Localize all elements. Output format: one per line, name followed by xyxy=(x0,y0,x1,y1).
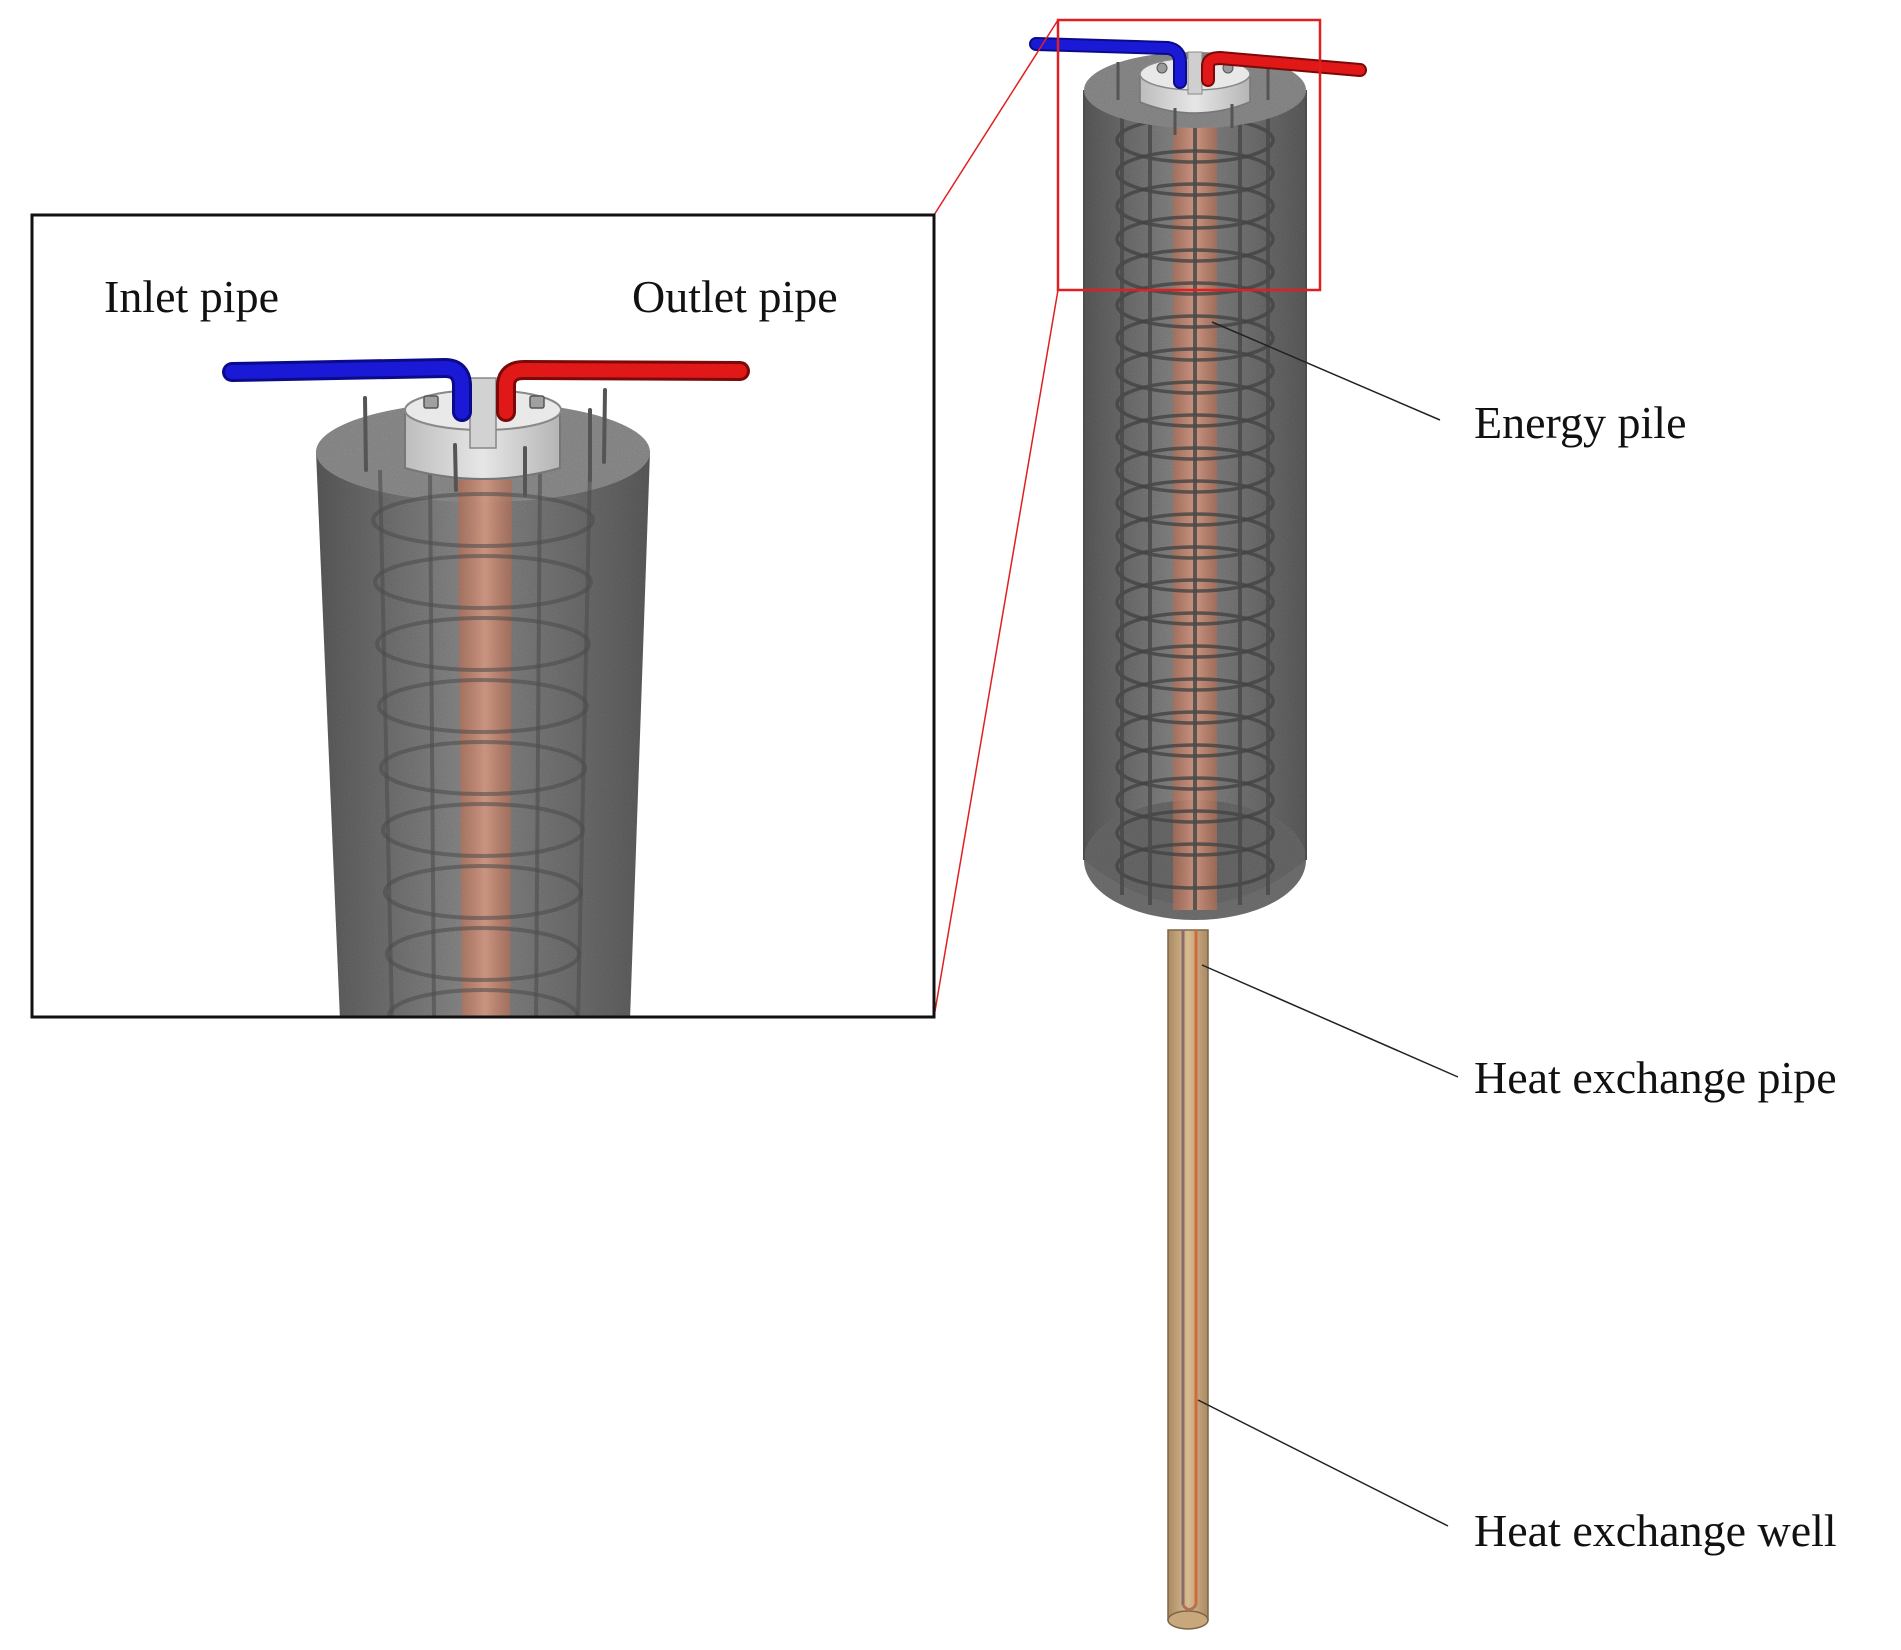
main-inlet-pipe xyxy=(1029,37,1187,89)
leader-lines xyxy=(1197,321,1459,1527)
energy-pile-label: Energy pile xyxy=(1474,397,1687,448)
inlet-pipe-label: Inlet pipe xyxy=(104,271,279,322)
heat-exchange-well-label: Heat exchange well xyxy=(1474,1505,1837,1556)
inset-rebar-ring xyxy=(371,492,595,548)
leader-heat-exchange-well xyxy=(1197,1399,1449,1527)
energy-pile-body xyxy=(1083,52,1307,920)
pile-cap xyxy=(1116,51,1270,135)
heat-exchange-pipe-label: Heat exchange pipe xyxy=(1474,1052,1837,1103)
heat-exchange-well xyxy=(1167,929,1209,1630)
main-outlet-pipe xyxy=(1201,51,1367,87)
zoom-frame xyxy=(1056,18,1322,292)
inset-rebar-ring xyxy=(377,678,589,734)
leader-heat-exchange-pipe xyxy=(1201,964,1459,1078)
leader-energy-pile xyxy=(1211,321,1441,421)
main-pile-assembly xyxy=(1029,18,1367,1630)
inset-rebar-ring xyxy=(373,554,593,610)
inset-rebar-ring xyxy=(375,616,591,672)
zoom-inset xyxy=(30,213,936,1019)
callout-lines xyxy=(933,19,1059,1018)
inset-frame xyxy=(30,213,936,1019)
outlet-pipe-label: Outlet pipe xyxy=(632,271,838,322)
